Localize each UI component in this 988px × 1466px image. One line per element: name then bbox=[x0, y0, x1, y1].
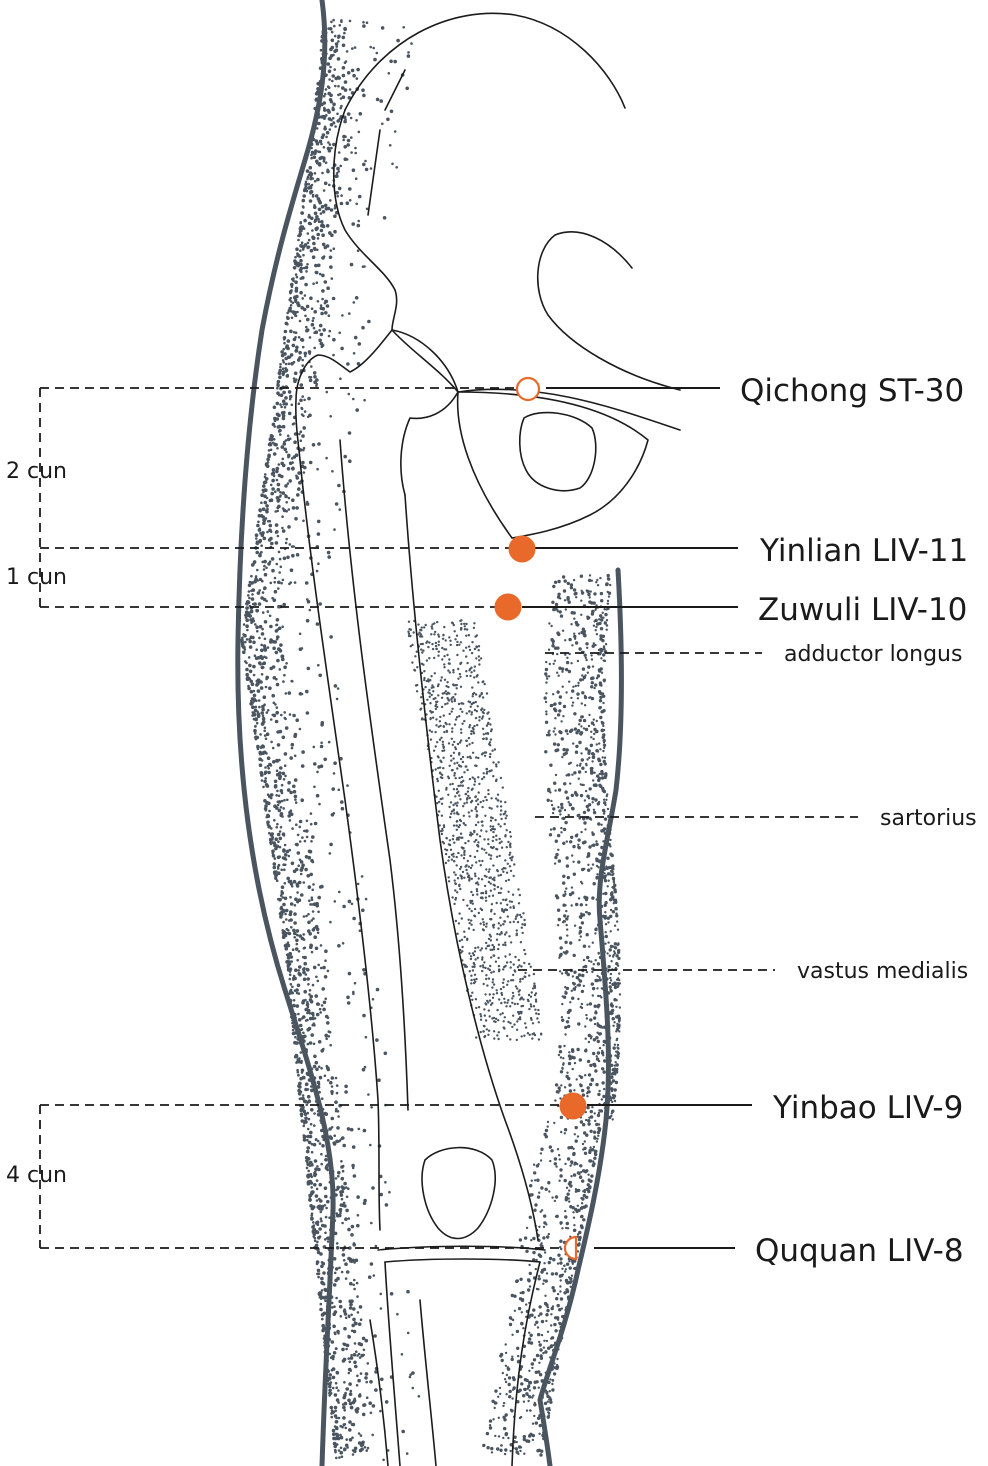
femur-shaft-line bbox=[339, 439, 409, 1111]
point-label-yinlian: Yinlian LIV-11 bbox=[759, 533, 968, 569]
acupoint-ququan-liv8[interactable] bbox=[563, 1235, 578, 1261]
acupoint-zuwuli-liv10[interactable] bbox=[494, 593, 522, 621]
leg-contour bbox=[235, 0, 624, 1466]
obturator-foramen bbox=[518, 411, 597, 492]
point-label-qichong: Qichong ST-30 bbox=[740, 373, 964, 409]
patella bbox=[421, 1146, 496, 1240]
sacrum-curve bbox=[536, 231, 681, 391]
muscle-label-adductor-longus: adductor longus bbox=[784, 642, 962, 667]
acupoint-qichong-st30[interactable] bbox=[515, 376, 541, 402]
femur-medial bbox=[404, 494, 539, 1241]
tibia-lateral bbox=[384, 1261, 401, 1466]
iliac-notch bbox=[384, 69, 406, 111]
acupoint-yinlian-liv11[interactable] bbox=[508, 535, 536, 563]
point-label-yinbao: Yinbao LIV-9 bbox=[772, 1090, 963, 1126]
acupoints bbox=[494, 376, 587, 1261]
measurement-guides bbox=[39, 387, 566, 1249]
muscle-label-sartorius: sartorius bbox=[880, 806, 977, 831]
measure-label-1cun: 1 cun bbox=[6, 565, 67, 590]
pubic-body bbox=[456, 391, 513, 539]
point-label-zuwuli: Zuwuli LIV-10 bbox=[758, 592, 967, 628]
point-label-ququan: Ququan LIV-8 bbox=[755, 1233, 964, 1269]
bone-outlines bbox=[295, 12, 681, 1466]
acupoint-yinbao-liv9[interactable] bbox=[559, 1092, 587, 1120]
ilium-inner bbox=[332, 109, 398, 331]
greater-trochanter bbox=[391, 329, 459, 496]
measure-label-2cun: 2 cun bbox=[6, 459, 67, 484]
stipple-shading bbox=[240, 18, 622, 1462]
tibia-medial bbox=[511, 1261, 541, 1466]
point-leaders bbox=[522, 387, 752, 1249]
muscle-leaders bbox=[518, 652, 858, 971]
muscle-label-vastus-medialis: vastus medialis bbox=[797, 959, 968, 984]
lateral-skin-edge bbox=[235, 0, 336, 1466]
measure-label-4cun: 4 cun bbox=[6, 1163, 67, 1188]
fibula bbox=[369, 1319, 389, 1466]
iliac-notch-2 bbox=[367, 129, 381, 216]
pubic-upper bbox=[391, 329, 649, 539]
pubic-ramus-top bbox=[457, 388, 681, 431]
medial-skin-edge bbox=[537, 567, 624, 1466]
femur-lateral bbox=[299, 459, 381, 1231]
tibia-plateau bbox=[384, 1258, 541, 1263]
tibia-crest bbox=[419, 1299, 437, 1466]
femur-head bbox=[295, 329, 393, 461]
iliac-crest bbox=[344, 12, 626, 111]
